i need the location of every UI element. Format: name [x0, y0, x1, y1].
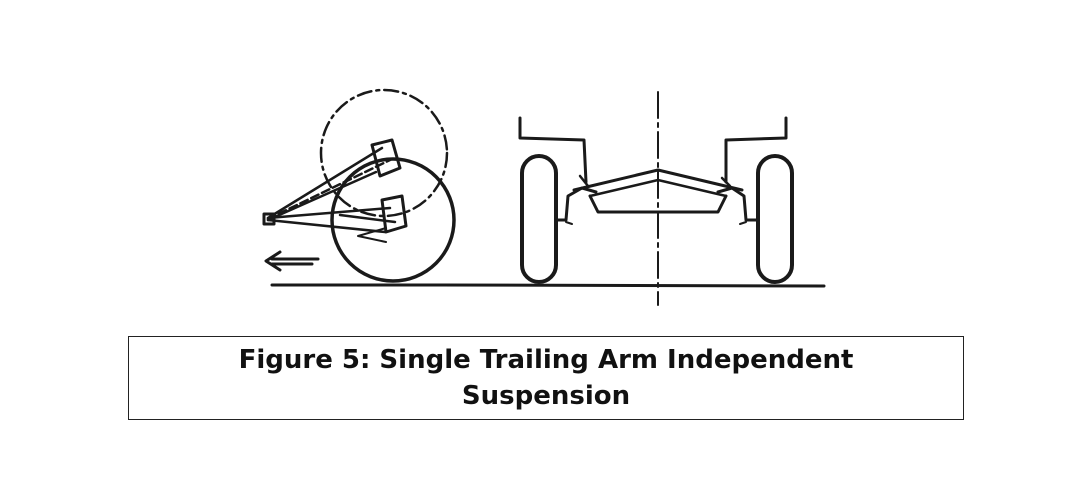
wheel-outline — [330, 157, 456, 283]
rear-view — [438, 91, 826, 306]
direction-arrow — [264, 250, 320, 272]
arm-pivot — [262, 212, 276, 226]
trailing-arm — [266, 194, 408, 243]
ground-line-right — [438, 283, 826, 288]
crossmember — [572, 168, 744, 192]
body-frame-right — [724, 116, 788, 184]
trailing-arm-raised — [266, 138, 402, 222]
right-link — [716, 186, 760, 222]
suspension-diagram — [262, 88, 826, 306]
left-wheel — [520, 154, 558, 284]
wheel-raised-outline — [319, 88, 449, 218]
side-view — [262, 88, 456, 287]
left-link — [554, 186, 598, 222]
figure-caption: Figure 5: Single Trailing Arm Independen… — [238, 345, 854, 411]
body-frame-left — [518, 116, 588, 184]
caption-box: Figure 5: Single Trailing Arm Independen… — [128, 336, 964, 420]
right-wheel — [756, 154, 794, 284]
